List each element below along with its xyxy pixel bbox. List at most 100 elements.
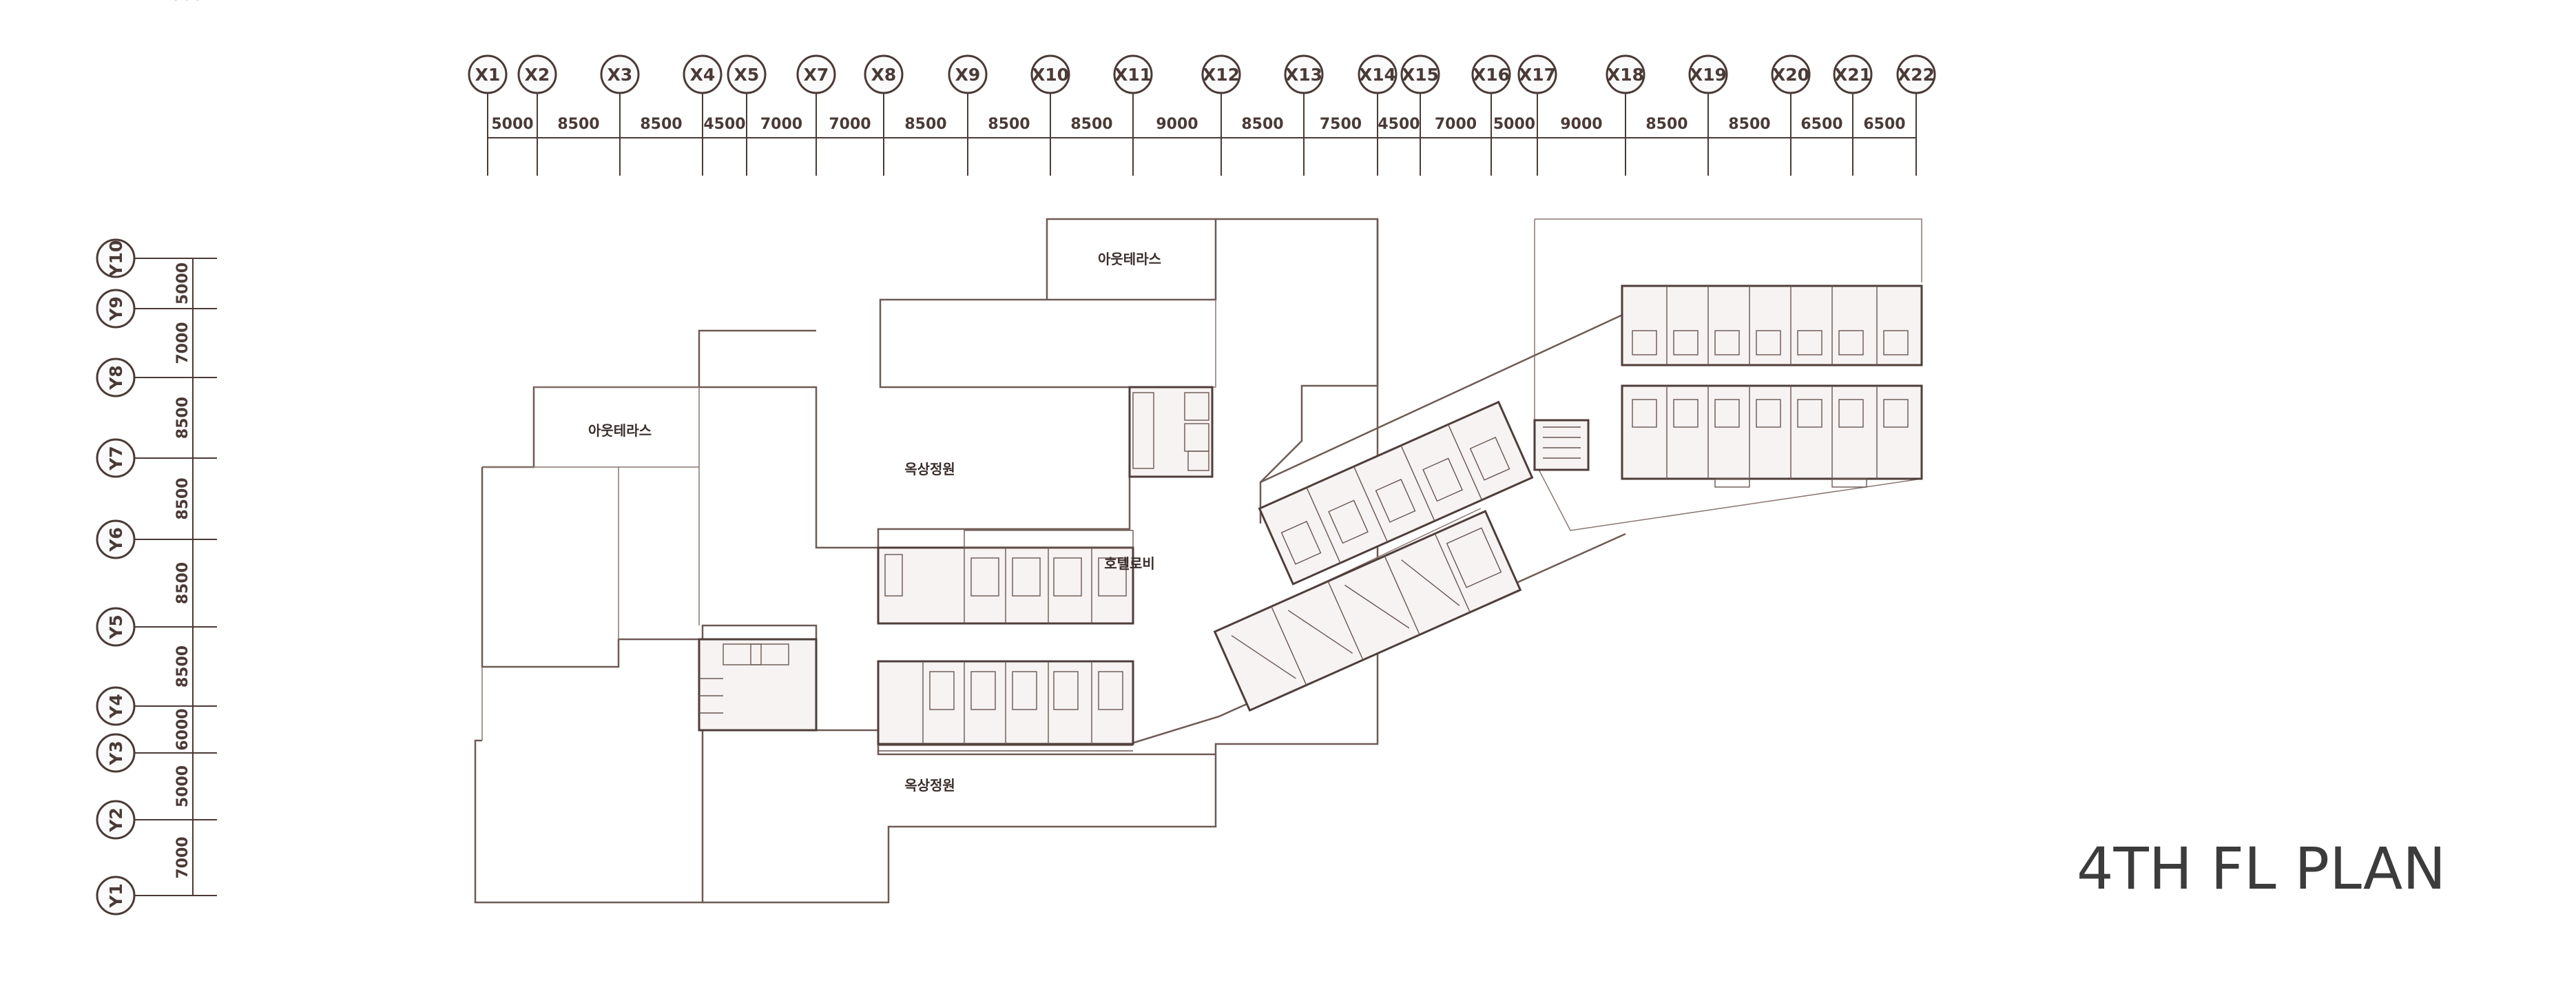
y-spacing-label: 5000	[174, 262, 191, 304]
grid-label-y1: Y1	[106, 883, 126, 909]
label-rooftop-garden-bottom: 옥상정원	[904, 777, 955, 794]
grid-label-y3: Y3	[106, 741, 126, 766]
grid-label-x4: X4	[690, 65, 716, 85]
grid-label-x18: X18	[1607, 65, 1644, 85]
x-spacing-label: 7000	[829, 116, 871, 133]
grid-bubble-y2	[96, 800, 136, 840]
x-spacing-label: 8500	[1645, 116, 1687, 133]
grid-bubble-x4	[683, 54, 723, 94]
grid-bubble-x22	[1896, 54, 1936, 94]
grid-label-x21: X21	[1834, 65, 1871, 85]
grid-bubble-x11	[1113, 54, 1153, 94]
grid-bubble-y1	[96, 876, 136, 916]
grid-label-x14: X14	[1359, 65, 1396, 85]
grid-label-y8: Y8	[106, 365, 126, 391]
grid-bubble-y6	[96, 519, 136, 559]
grid-label-x15: X15	[1402, 65, 1439, 85]
grid-bubble-y5	[96, 607, 136, 647]
y-spacing-label: 8500	[174, 562, 191, 604]
grid-bubble-x19	[1688, 54, 1728, 94]
grid-label-x22: X22	[1898, 65, 1935, 85]
grid-label-x7: X7	[804, 65, 829, 85]
grid-label-x3: X3	[607, 65, 633, 85]
x-spacing-label: 7000	[1435, 116, 1477, 133]
grid-label-y5: Y5	[106, 614, 126, 640]
grid-label-x11: X11	[1114, 65, 1152, 85]
x-spacing-label: 4500	[1378, 116, 1420, 133]
y-spacing-label: 7000	[174, 322, 191, 364]
y-spacing-label: 7500	[160, 0, 202, 4]
x-spacing-label: 8500	[1241, 116, 1283, 133]
grid-label-x5: X5	[734, 65, 760, 85]
grid-bubble-x16	[1471, 54, 1511, 94]
grid-bubble-y3	[96, 733, 136, 773]
y-spacing-label: 6000	[174, 708, 191, 750]
grid-bubble-x21	[1833, 54, 1873, 94]
grid-bubble-x3	[600, 54, 640, 94]
grid-bubble-x14	[1358, 54, 1398, 94]
x-spacing-label: 6500	[1800, 116, 1842, 133]
label-hotel-lobby: 호텔로비	[1104, 555, 1155, 572]
y-spacing-label: 5000	[174, 765, 191, 807]
x-spacing-label: 9000	[1560, 116, 1602, 133]
label-rooftop-garden-top: 옥상정원	[904, 461, 955, 477]
x-spacing-label: 8500	[904, 116, 946, 133]
x-spacing-label: 5000	[1493, 116, 1535, 133]
x-spacing-label: 8500	[988, 116, 1030, 133]
x-spacing-label: 8500	[1728, 116, 1770, 133]
grid-label-y4: Y4	[106, 694, 126, 719]
grid-bubble-x17	[1517, 54, 1557, 94]
x-spacing-label: 9000	[1156, 116, 1198, 133]
x-spacing-label: 8500	[640, 116, 682, 133]
grid-bubble-x9	[948, 54, 988, 94]
grid-label-y7: Y7	[106, 446, 126, 471]
grid-bubble-x8	[864, 54, 904, 94]
grid-bubble-x12	[1201, 54, 1241, 94]
grid-bubble-y4	[96, 686, 136, 726]
guest-rooms	[698, 285, 1923, 752]
grid-label-x10: X10	[1032, 65, 1069, 85]
grid-label-x8: X8	[871, 65, 897, 85]
grid-bubble-x1	[468, 54, 508, 94]
x-spacing-label: 7000	[760, 116, 802, 133]
grid-bubble-x13	[1284, 54, 1324, 94]
grid-label-y9: Y9	[106, 296, 126, 322]
grid-bubble-y8	[96, 358, 136, 397]
y-spacing-label: 7000	[174, 836, 191, 878]
grid-x-axis: X1 5000 X2 8500 X3 8500 X4 4500 X5 7000 X7 7000 X8 85…	[468, 54, 1936, 176]
grid-bubble-x18	[1606, 54, 1645, 94]
x-spacing-label: 4500	[703, 116, 745, 133]
grid-bubble-x5	[727, 54, 767, 94]
y-spacing-label: 8500	[174, 397, 191, 439]
grid-label-x17: X17	[1519, 65, 1556, 85]
grid-label-x19: X19	[1690, 65, 1727, 85]
x-spacing-label: 8500	[1070, 116, 1112, 133]
grid-label-x1: X1	[475, 65, 501, 85]
x-spacing-label: 5000	[491, 116, 533, 133]
x-spacing-label: 6500	[1863, 116, 1905, 133]
grid-label-y10: Y10	[106, 240, 126, 278]
label-outdoor-terrace-left: 아웃테라스	[588, 422, 652, 439]
room-labels: 아웃테라스 아웃테라스 옥상정원 옥상정원 호텔로비	[588, 251, 1161, 794]
grid-bubble-y7	[96, 438, 136, 478]
grid-label-x13: X13	[1285, 65, 1322, 85]
grid-label-x12: X12	[1203, 65, 1240, 85]
grid-y-axis: Y105000Y97000Y88500Y78500Y68500Y58500Y46…	[96, 0, 217, 916]
grid-label-x2: X2	[525, 65, 550, 85]
label-outdoor-terrace-top: 아웃테라스	[1098, 251, 1161, 267]
grid-bubble-y10	[96, 238, 136, 278]
grid-bubble-x2	[517, 54, 557, 94]
grid-label-x20: X20	[1772, 65, 1809, 85]
grid-label-x16: X16	[1473, 65, 1510, 85]
grid-bubble-x15	[1400, 54, 1440, 94]
grid-bubble-x7	[796, 54, 836, 94]
grid-bubble-x20	[1771, 54, 1811, 94]
x-spacing-label: 7500	[1320, 116, 1362, 133]
grid-label-y6: Y6	[106, 527, 126, 552]
y-spacing-label: 8500	[174, 645, 191, 687]
grid-bubble-x10	[1030, 54, 1070, 94]
y-spacing-label: 8500	[174, 477, 191, 519]
grid-label-y2: Y2	[106, 807, 126, 833]
grid-bubble-y9	[96, 289, 136, 329]
